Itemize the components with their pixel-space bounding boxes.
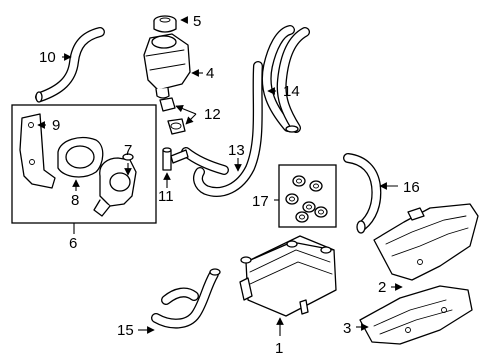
part-16-hose xyxy=(343,153,382,234)
callout-16: 16 xyxy=(403,179,420,196)
callout-9: 9 xyxy=(52,117,60,134)
part-1-cooler xyxy=(239,235,337,317)
part-13-hose xyxy=(181,61,263,197)
callout-8: 8 xyxy=(71,192,79,209)
callout-2: 2 xyxy=(378,279,386,296)
part-3-bracket xyxy=(359,285,473,345)
callout-1: 1 xyxy=(275,340,283,357)
callout-14: 14 xyxy=(283,83,300,100)
part-5-cap xyxy=(153,15,177,33)
part-15-hose xyxy=(151,268,221,329)
assembly-6-box xyxy=(11,104,157,224)
callout-11: 11 xyxy=(158,188,174,205)
leader-lines xyxy=(37,16,403,336)
callout-15: 15 xyxy=(117,322,134,339)
callout-4: 4 xyxy=(206,65,214,82)
callout-3: 3 xyxy=(343,320,351,337)
callout-17: 17 xyxy=(252,193,269,210)
part-11-fitting xyxy=(162,147,189,171)
callout-6: 6 xyxy=(69,235,77,252)
assembly-17-box xyxy=(278,164,337,228)
callout-7: 7 xyxy=(124,142,132,159)
part-9-bracket xyxy=(19,113,56,189)
callout-5: 5 xyxy=(193,13,201,30)
part-12-clips xyxy=(159,97,186,135)
callout-10: 10 xyxy=(39,49,56,66)
callout-numbers: 1 2 3 4 5 6 7 8 9 10 11 12 13 14 15 16 1… xyxy=(39,13,420,357)
part-14-hose xyxy=(261,25,310,133)
part-2-bracket xyxy=(373,203,479,281)
part-4-reservoir xyxy=(143,33,191,99)
part-17-plugs xyxy=(285,175,328,223)
callout-12: 12 xyxy=(204,106,221,123)
callout-13: 13 xyxy=(228,142,245,159)
part-10-hose xyxy=(35,27,105,103)
